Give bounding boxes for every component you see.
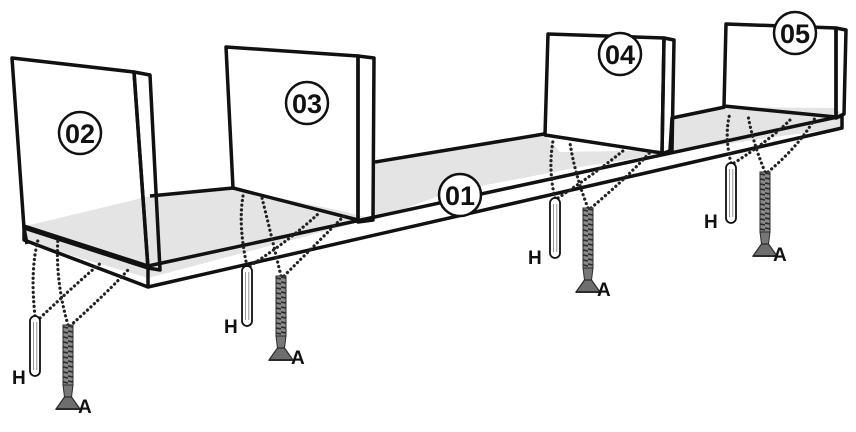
dowel-label: H (224, 317, 238, 338)
part-number: 05 (780, 19, 810, 49)
dowel-label: H (528, 248, 542, 269)
screw-label: A (78, 397, 92, 418)
screw-icon (268, 275, 294, 361)
screw-icon (752, 171, 778, 257)
part-number: 01 (445, 181, 475, 211)
part-number: 04 (605, 40, 635, 70)
screw-label: A (597, 280, 611, 301)
part-badge-shelf: 01 (437, 172, 483, 218)
panel-left (10, 56, 162, 272)
screw-label: A (773, 245, 787, 266)
part-number: 03 (292, 89, 322, 119)
dowel-icon (549, 197, 561, 259)
screw-icon (55, 324, 81, 410)
hardware-labels: H H H H A A A A (12, 212, 787, 418)
dowel-icon (29, 315, 41, 377)
part-badge-left-panel: 02 (57, 110, 103, 156)
part-badge-second-panel: 03 (284, 80, 330, 126)
panel-second (224, 45, 376, 224)
assembly-guide-lines (31, 111, 817, 328)
dowel-icon (241, 265, 253, 327)
screw-label: A (291, 348, 305, 369)
part-badge-right-panel: 05 (772, 10, 818, 56)
dowel-icon (725, 162, 737, 224)
dowel-label: H (12, 368, 26, 389)
dowel-label: H (704, 212, 718, 233)
part-badge-third-panel: 04 (597, 31, 643, 77)
part-number: 02 (65, 119, 95, 149)
